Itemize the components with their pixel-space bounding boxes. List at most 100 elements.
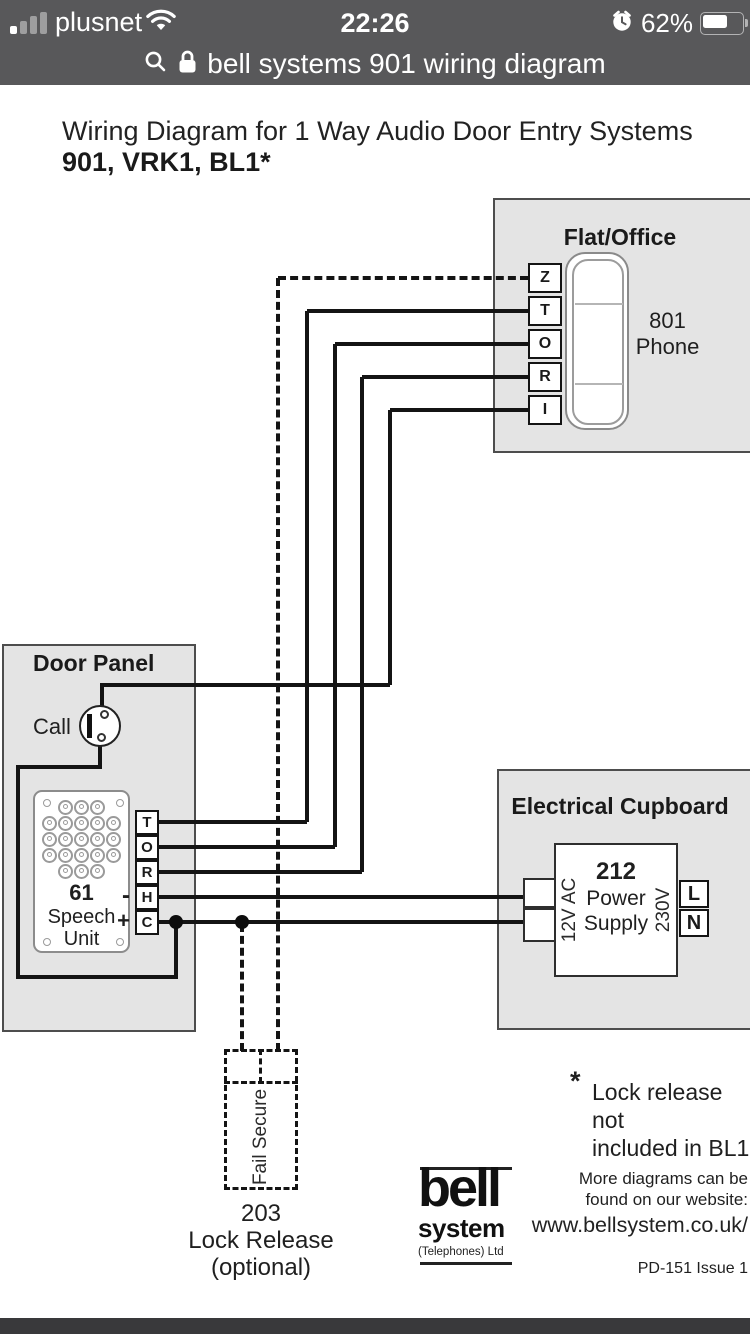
grille-ring <box>90 863 105 879</box>
wire-o-vertical <box>333 344 337 847</box>
grille-ring <box>74 815 89 831</box>
phone-label: 801 Phone <box>630 308 705 360</box>
grille-ring <box>42 831 57 847</box>
wire-c-branch-vertical <box>174 924 178 977</box>
flat-office-label: Flat/Office <box>563 224 677 250</box>
screw-icon <box>43 799 51 807</box>
logo-top-rule <box>420 1167 512 1170</box>
grille-ring <box>74 799 89 815</box>
wire-c-to-psu <box>158 920 525 924</box>
phone-terminal-t: T <box>528 296 562 326</box>
psu-input-terminal-2 <box>523 908 556 942</box>
mains-terminal-n: N <box>679 909 709 937</box>
speech-unit-label: 61 Speech Unit <box>35 880 128 950</box>
footnote-asterisk: * <box>570 1066 581 1096</box>
doc-ref: PD-151 Issue 1 <box>637 1260 748 1277</box>
wire-panel-left-vertical <box>16 769 20 977</box>
speech-terminal-c: C <box>135 910 159 935</box>
wire-call-bottom-stub <box>98 745 102 767</box>
wire-z-horizontal <box>278 276 528 280</box>
wire-junction-dot-1 <box>169 915 183 929</box>
wire-r-vertical <box>360 377 364 872</box>
wire-t-bottom <box>158 820 307 824</box>
grille-ring <box>58 815 73 831</box>
grille-ring <box>106 847 121 863</box>
footnote-text: Lock release not included in BL1 <box>592 1078 750 1162</box>
website-line2: found on our website: <box>585 1190 748 1209</box>
status-bar: plusnet 22:26 62% <box>0 0 750 85</box>
call-label: Call <box>33 714 71 739</box>
wire-o-bottom <box>158 845 335 849</box>
wire-call-horizontal <box>100 683 390 687</box>
call-button <box>79 705 121 747</box>
psu-name2: Supply <box>583 912 649 935</box>
psu-input-terminal-1 <box>523 878 556 908</box>
diagram-title-line1: Wiring Diagram for 1 Way Audio Door Entr… <box>62 116 693 146</box>
wire-z-vertical <box>276 278 280 1051</box>
wire-panel-bottom-horizontal <box>16 975 178 979</box>
logo-system-text: system <box>418 1213 505 1243</box>
grille-ring <box>74 831 89 847</box>
electrical-cupboard-label: Electrical Cupboard <box>511 793 729 819</box>
diagram-title-line2: 901, VRK1, BL1* <box>62 147 271 177</box>
wire-lock-dashed-vertical <box>240 924 244 1051</box>
grille-ring <box>106 815 121 831</box>
logo-bell-text: bell <box>418 1158 502 1218</box>
lock-release-model: 203 <box>240 1200 282 1227</box>
grille-ring <box>58 863 73 879</box>
grille-ring <box>58 799 73 815</box>
grille-ring <box>90 799 105 815</box>
wire-r-bottom <box>158 870 362 874</box>
battery-icon <box>700 12 748 35</box>
screw-icon <box>116 799 124 807</box>
psu-label: 212 Power Supply <box>576 858 656 936</box>
battery-percent-label: 62% <box>640 8 693 38</box>
search-query-text: bell systems 901 wiring diagram <box>207 48 606 79</box>
grille-ring <box>90 815 105 831</box>
speech-terminal-r: R <box>135 860 159 885</box>
phone-terminal-i: I <box>528 395 562 425</box>
lock-release-terminal-divider-v <box>259 1049 262 1083</box>
alarm-icon <box>610 9 634 38</box>
logo-telephones-text: (Telephones) Ltd <box>418 1246 504 1258</box>
search-icon <box>144 50 168 79</box>
speech-terminal-t: T <box>135 810 159 835</box>
wire-call-bottom-horizontal <box>16 765 102 769</box>
website-block: More diagrams can be found on our websit… <box>430 1168 748 1278</box>
psu-model: 212 <box>595 858 637 885</box>
phone-name: Phone <box>635 334 700 359</box>
website-line1: More diagrams can be <box>578 1169 748 1188</box>
safari-bottom-bar <box>0 1318 750 1334</box>
wire-junction-dot-2 <box>235 915 249 929</box>
speech-unit-name2: Unit <box>63 928 100 950</box>
psu-name1: Power <box>586 887 646 910</box>
screw-icon <box>116 938 124 946</box>
plus-label: + <box>117 908 130 933</box>
lock-release-label: 203 Lock Release (optional) <box>175 1200 347 1281</box>
grille-ring <box>106 831 121 847</box>
lock-release-name: Lock Release <box>188 1227 334 1254</box>
phone-terminal-r: R <box>528 362 562 392</box>
grille-ring <box>42 815 57 831</box>
door-panel-label: Door Panel <box>33 650 155 676</box>
wire-i-top <box>390 408 528 412</box>
phone-model: 801 <box>649 308 686 333</box>
mains-terminal-l: L <box>679 880 709 908</box>
grille-ring <box>74 847 89 863</box>
grille-ring <box>58 847 73 863</box>
lock-icon <box>177 49 198 80</box>
grille-ring <box>42 847 57 863</box>
grille-ring <box>58 831 73 847</box>
grille-ring <box>74 863 89 879</box>
phone-handset <box>565 252 629 430</box>
minus-label: - <box>122 882 130 909</box>
phone-terminal-z: Z <box>528 263 562 293</box>
wire-r-top <box>362 375 528 379</box>
grille-ring <box>90 847 105 863</box>
psu-output-label: 230V <box>653 887 674 933</box>
safari-search-bar[interactable]: bell systems 901 wiring diagram <box>0 44 750 84</box>
logo-bottom-rule <box>420 1262 512 1265</box>
speech-terminal-h: H <box>135 885 159 910</box>
wire-t-top <box>307 309 528 313</box>
footnote-line1: Lock release not <box>592 1079 723 1133</box>
